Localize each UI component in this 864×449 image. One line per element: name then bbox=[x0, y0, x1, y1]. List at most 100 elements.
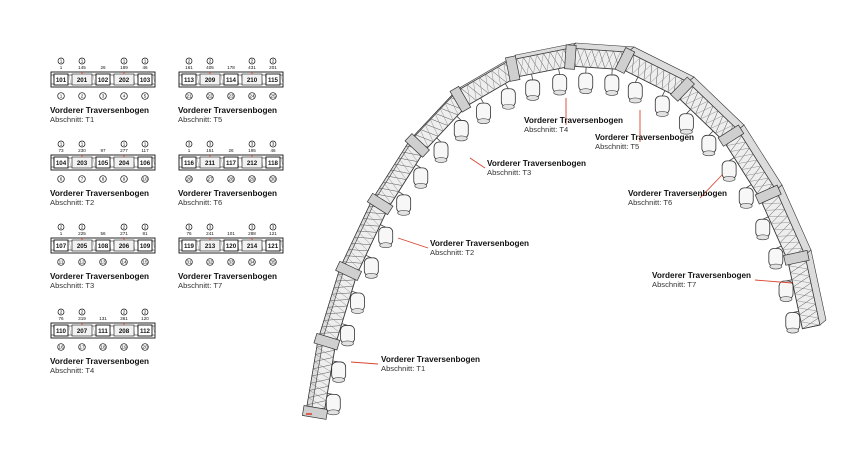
callout-subtitle: Abschnitt: T7 bbox=[652, 280, 697, 289]
bottom-marker-label: 23 bbox=[228, 94, 234, 99]
top-number: 1 bbox=[60, 65, 63, 70]
callout-title: Vorderer Traversenbogen bbox=[430, 239, 530, 248]
bottom-marker-circle bbox=[120, 175, 128, 183]
top-number: 26 bbox=[100, 65, 106, 70]
bottom-marker-label: 34 bbox=[249, 260, 255, 265]
top-marker-label: 1 bbox=[81, 59, 84, 64]
spotlight-fixture bbox=[738, 184, 754, 209]
top-marker-label: 3 bbox=[209, 142, 212, 147]
top-marker-circle bbox=[185, 57, 193, 65]
top-number: 73 bbox=[58, 148, 64, 153]
spotlight-fixture bbox=[778, 279, 794, 302]
segment-id: 208 bbox=[119, 328, 130, 335]
node-id: 102 bbox=[98, 77, 109, 84]
bottom-marker-label: 29 bbox=[249, 177, 255, 182]
top-number: 431 bbox=[248, 65, 256, 70]
callout-subtitle: Abschnitt: T3 bbox=[487, 168, 532, 177]
spotlight-fixture bbox=[476, 97, 491, 124]
segment-id: 206 bbox=[119, 243, 130, 250]
spotlight-fixture bbox=[396, 191, 412, 216]
spotlight-fixture bbox=[721, 157, 737, 182]
top-marker-circle bbox=[120, 308, 128, 316]
callout-subtitle: Abschnitt: T5 bbox=[595, 142, 640, 151]
spotlight-fixture bbox=[578, 67, 594, 94]
node-box bbox=[95, 156, 111, 169]
bottom-marker-circle bbox=[99, 92, 107, 100]
top-number: 120 bbox=[141, 316, 149, 321]
bottom-marker-label: 13 bbox=[100, 260, 106, 265]
segment-id: 201 bbox=[77, 77, 88, 84]
bottom-marker-circle bbox=[141, 258, 149, 266]
node-box bbox=[53, 324, 69, 337]
top-marker-label: 3 bbox=[188, 225, 191, 230]
node-id: 110 bbox=[56, 328, 67, 335]
bottom-marker-label: 2 bbox=[81, 94, 84, 99]
segment-subtitle: Abschnitt: T3 bbox=[50, 281, 95, 290]
node-box bbox=[265, 73, 281, 86]
truss-joint bbox=[717, 124, 745, 147]
node-id: 118 bbox=[268, 160, 279, 167]
spotlight-fixture bbox=[785, 310, 801, 334]
top-marker-label: 2 bbox=[81, 225, 84, 230]
top-number: 230 bbox=[78, 148, 86, 153]
node-box bbox=[53, 156, 69, 169]
bottom-marker-label: 31 bbox=[186, 260, 192, 265]
node-box bbox=[53, 239, 69, 252]
bottom-marker-label: 22 bbox=[207, 94, 213, 99]
node-box bbox=[265, 156, 281, 169]
callout-subtitle: Abschnitt: T6 bbox=[628, 198, 673, 207]
spotlight-fixture bbox=[755, 216, 771, 241]
top-marker-circle bbox=[57, 308, 65, 316]
top-number: 189 bbox=[120, 65, 128, 70]
node-id: 112 bbox=[140, 328, 151, 335]
segment-id: 212 bbox=[247, 160, 258, 167]
bottom-marker-label: 19 bbox=[121, 345, 127, 350]
segment-title: Vorderer Traversenbogen bbox=[50, 357, 150, 366]
bottom-marker-circle bbox=[57, 175, 65, 183]
top-number: 81 bbox=[142, 231, 148, 236]
bottom-marker-label: 9 bbox=[123, 177, 126, 182]
top-marker-circle bbox=[78, 308, 86, 316]
bottom-marker-label: 35 bbox=[270, 260, 276, 265]
spotlight-fixture bbox=[552, 68, 568, 96]
segment-id: 209 bbox=[205, 77, 216, 84]
top-marker-label: 2 bbox=[144, 225, 147, 230]
truss-joint bbox=[505, 55, 521, 82]
bottom-marker-circle bbox=[227, 175, 235, 183]
callout-leader-line bbox=[469, 157, 486, 169]
top-number: 26 bbox=[228, 148, 234, 153]
top-number: 131 bbox=[99, 316, 107, 321]
top-marker-label: 2 bbox=[81, 310, 84, 315]
segment-title: Vorderer Traversenbogen bbox=[178, 189, 278, 198]
bottom-marker-label: 26 bbox=[186, 177, 192, 182]
truss-joint bbox=[404, 133, 430, 158]
bottom-marker-label: 4 bbox=[123, 94, 126, 99]
truss-joint bbox=[366, 192, 394, 216]
bottom-marker-label: 33 bbox=[228, 260, 234, 265]
callout-title: Vorderer Traversenbogen bbox=[524, 116, 624, 125]
top-marker-circle bbox=[78, 57, 86, 65]
top-marker-circle bbox=[120, 140, 128, 148]
node-id: 107 bbox=[56, 243, 67, 250]
callout-leader-line bbox=[699, 174, 723, 199]
spotlight-fixture bbox=[340, 323, 355, 347]
node-box bbox=[95, 73, 111, 86]
top-number: 56 bbox=[100, 231, 106, 236]
segment-subtitle: Abschnitt: T6 bbox=[178, 198, 223, 207]
node-id: 117 bbox=[226, 160, 237, 167]
callout-title: Vorderer Traversenbogen bbox=[628, 189, 728, 198]
bottom-marker-circle bbox=[141, 343, 149, 351]
top-marker-circle bbox=[185, 140, 193, 148]
bottom-marker-circle bbox=[99, 343, 107, 351]
top-marker-label: 3 bbox=[251, 142, 254, 147]
bottom-marker-circle bbox=[120, 258, 128, 266]
truss-joint bbox=[449, 85, 472, 113]
